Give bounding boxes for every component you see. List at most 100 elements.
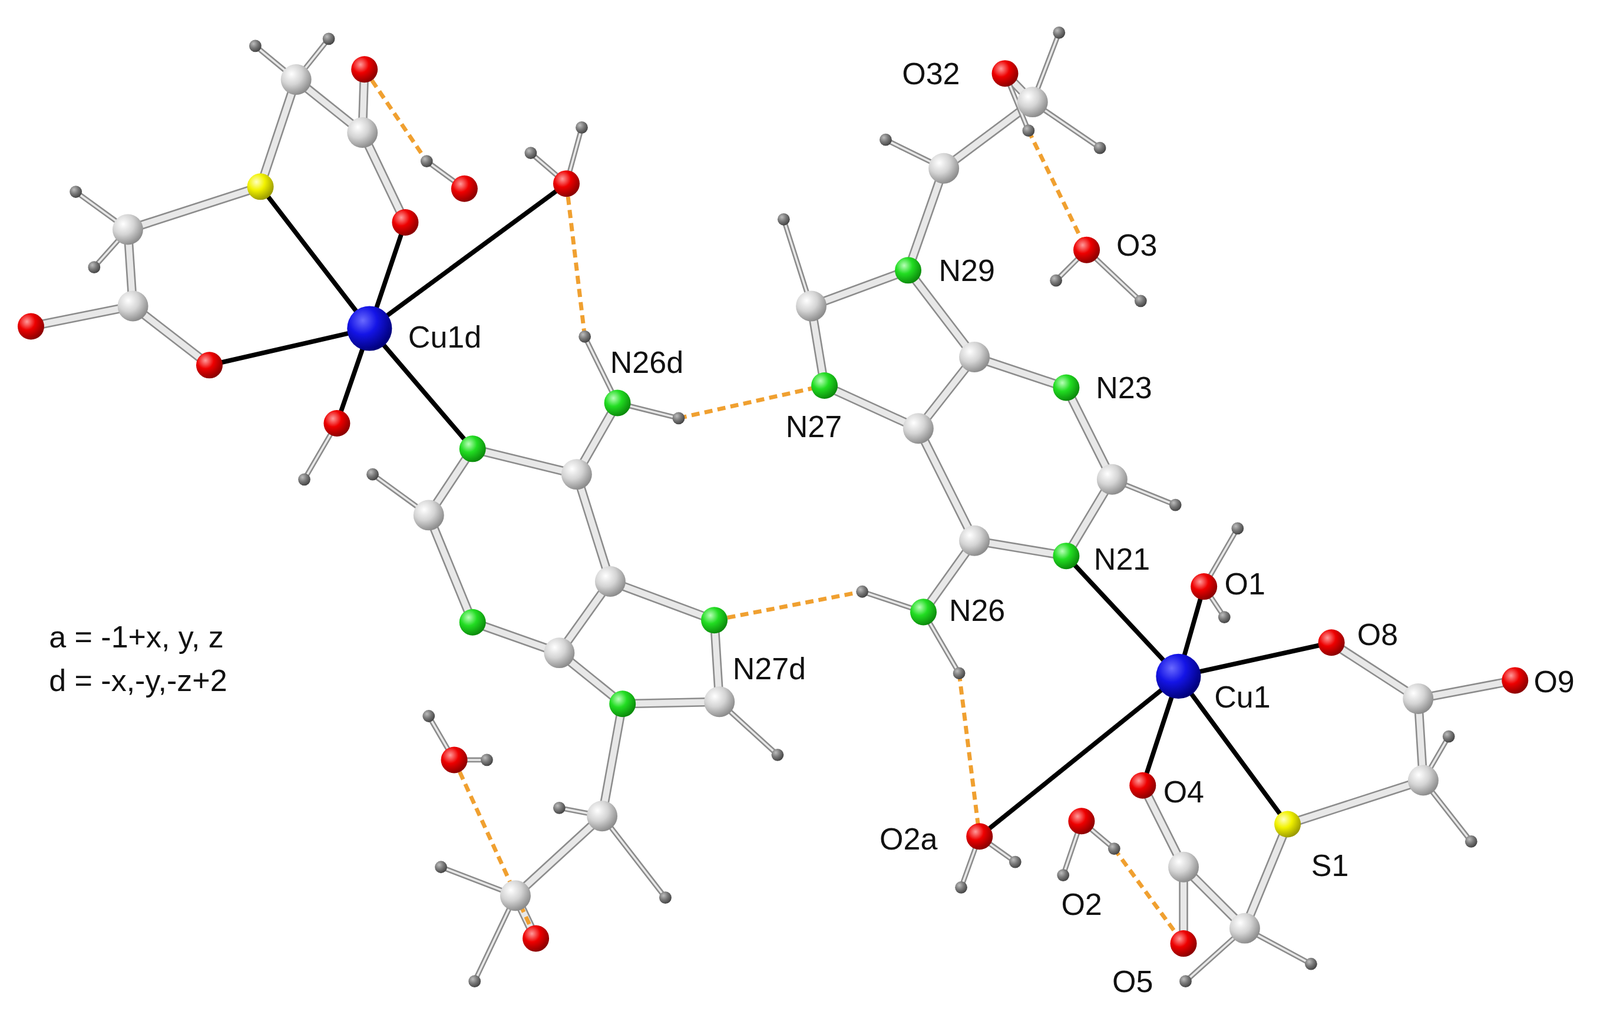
- atom-sphere: [543, 637, 575, 669]
- atom-sphere: [1274, 811, 1301, 838]
- atom-sphere: [703, 686, 735, 717]
- atom-sphere: [553, 170, 580, 197]
- atom-sphere: [413, 499, 445, 531]
- atom-sphere: [1009, 855, 1022, 869]
- atom-sphere: [434, 860, 448, 874]
- atom-sphere: [69, 185, 82, 198]
- atom-sphere: [1155, 653, 1201, 699]
- atom-label: N27d: [732, 653, 806, 684]
- bond-core: [576, 474, 611, 582]
- atom-sphere: [1093, 141, 1107, 155]
- bond-core: [610, 581, 715, 621]
- bond-line: [260, 186, 370, 329]
- bond-core: [428, 514, 473, 623]
- atom-sphere: [594, 566, 626, 597]
- atom-sphere: [17, 313, 45, 340]
- atom-sphere: [422, 709, 435, 723]
- bond-edge: [908, 168, 945, 271]
- atom-sphere: [777, 213, 790, 226]
- atom-label: N26: [949, 594, 1006, 626]
- covalent-bond: [602, 703, 623, 816]
- atom-label: Cu1: [1214, 681, 1271, 713]
- bond-edge: [1244, 824, 1288, 929]
- atom-sphere: [578, 330, 591, 343]
- atom-label: N26d: [610, 346, 684, 378]
- atom-sphere: [1073, 236, 1100, 264]
- atom-sphere: [1056, 868, 1070, 882]
- atom-sphere: [441, 746, 468, 773]
- covalent-bond: [1244, 824, 1288, 929]
- covalent-bond: [602, 815, 666, 898]
- atom-sphere: [1108, 842, 1121, 855]
- atom-sphere: [1168, 851, 1199, 883]
- bond-edge: [260, 79, 297, 187]
- bond-line: [1178, 642, 1332, 677]
- atom-sphere: [323, 410, 350, 437]
- atom-sphere: [249, 40, 262, 53]
- atom-sphere: [910, 598, 937, 626]
- atom-sphere: [1318, 629, 1345, 656]
- atom-label: O8: [1357, 619, 1398, 650]
- covalent-bond: [472, 448, 577, 475]
- atom-sphere: [966, 822, 993, 850]
- bond-edge: [428, 514, 473, 623]
- atom-label: O2: [1060, 888, 1102, 920]
- atom-sphere: [524, 146, 538, 160]
- covalent-bond: [30, 305, 133, 327]
- atom-sphere: [1052, 374, 1080, 401]
- atom-sphere: [1218, 610, 1231, 624]
- atom-sphere: [903, 412, 934, 444]
- atom-label: N23: [1095, 372, 1152, 403]
- atom-sphere: [459, 609, 487, 636]
- atom-sphere: [672, 412, 686, 425]
- covalent-bond: [576, 474, 611, 582]
- atom-sphere: [366, 468, 379, 481]
- atom-label: O1: [1224, 568, 1266, 600]
- atom-sphere: [879, 133, 892, 147]
- symmetry-code: d = -x,-y,-z+2: [48, 665, 227, 696]
- bond-edge: [127, 186, 261, 230]
- atom-sphere: [953, 666, 966, 680]
- atom-sphere: [1049, 274, 1063, 287]
- atom-sphere: [87, 260, 101, 274]
- atom-sphere: [451, 175, 478, 203]
- covalent-bond: [610, 581, 715, 621]
- covalent-bond: [428, 514, 473, 623]
- atom-sphere: [1129, 772, 1156, 799]
- bond-edge: [602, 815, 666, 898]
- bond-edge: [918, 428, 975, 541]
- atom-sphere: [247, 173, 274, 200]
- bond-core: [1331, 642, 1418, 699]
- coordination-bond: [209, 328, 370, 366]
- atom-sphere: [281, 64, 312, 95]
- bond-edge: [576, 474, 611, 582]
- atom-sphere: [954, 881, 968, 894]
- bond-edge: [610, 581, 715, 621]
- atom-sphere: [894, 256, 922, 284]
- bond-core: [1244, 824, 1288, 929]
- bond-core: [1287, 780, 1424, 825]
- atom-sphere: [992, 60, 1019, 87]
- atom-sphere: [1231, 522, 1244, 535]
- atom-sphere: [1169, 498, 1182, 512]
- covalent-bond: [515, 815, 603, 896]
- atom-sphere: [1402, 683, 1434, 714]
- coordination-bond: [260, 186, 370, 329]
- atom-sphere: [351, 55, 378, 83]
- bond-core: [260, 79, 297, 187]
- atom-sphere: [561, 458, 593, 490]
- covalent-bond: [260, 79, 297, 187]
- atom-sphere: [1407, 765, 1439, 796]
- atom-sphere: [1052, 26, 1066, 39]
- coordination-bond: [1178, 642, 1332, 677]
- bond-core: [30, 305, 133, 327]
- bond-core: [515, 815, 603, 896]
- atom-sphere: [346, 117, 378, 148]
- atom-sphere: [928, 153, 960, 184]
- covalent-bond: [127, 186, 261, 230]
- bond-edge: [515, 815, 603, 896]
- atom-label: N21: [1093, 543, 1150, 575]
- atom-sphere: [468, 974, 481, 988]
- atom-sphere: [575, 121, 588, 134]
